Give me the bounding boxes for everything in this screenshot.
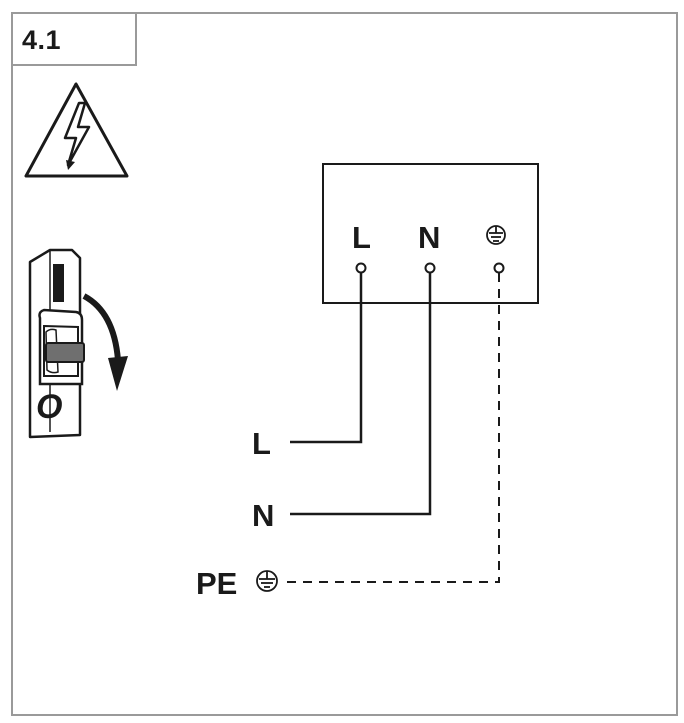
earth-wire <box>283 273 500 583</box>
pe-earth-icon <box>256 570 278 592</box>
terminal-n-screw <box>424 262 436 274</box>
terminal-earth-screw <box>493 262 505 274</box>
step-number-box <box>11 12 137 66</box>
switch-off-arrow-icon <box>82 293 128 391</box>
high-voltage-warning-icon <box>24 82 129 178</box>
switch-off-label: O <box>36 388 62 426</box>
live-wire <box>290 273 363 444</box>
terminal-earth-icon <box>486 225 506 245</box>
figure-frame <box>11 12 678 716</box>
terminal-label-l: L <box>352 220 371 255</box>
wire-label-l: L <box>252 426 271 461</box>
switch-on-marker <box>53 264 64 302</box>
wire-label-n: N <box>252 498 274 533</box>
step-number: 4.1 <box>22 25 62 55</box>
wire-label-pe: PE <box>196 566 237 601</box>
neutral-wire <box>290 273 432 516</box>
circuit-breaker-switch-icon: O <box>28 248 85 439</box>
terminal-label-n: N <box>418 220 440 255</box>
terminal-l-screw <box>355 262 367 274</box>
